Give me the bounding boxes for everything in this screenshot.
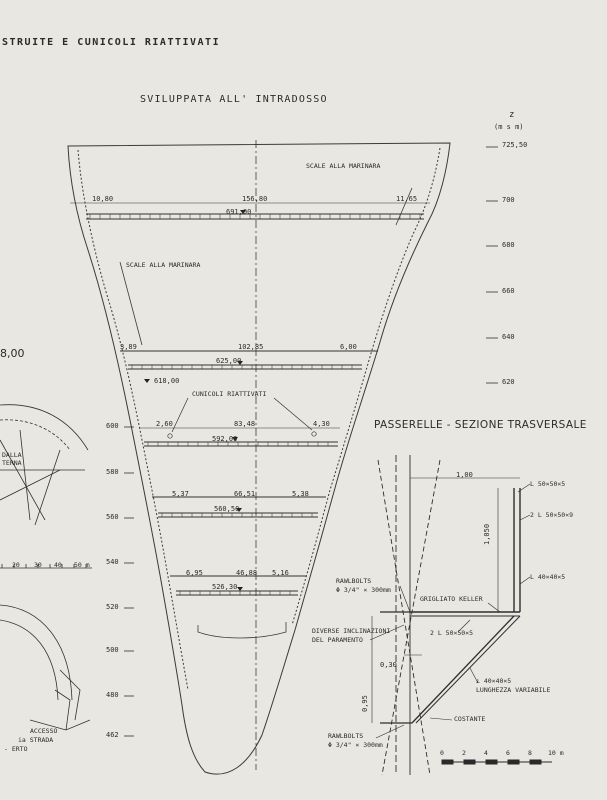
elevation-label: 700 <box>502 196 515 204</box>
width-label: 5,38 <box>292 490 309 498</box>
drawing-subtitle: SVILUPPATA ALL' INTRADOSSO <box>140 94 328 105</box>
elevation-label: 560 <box>106 513 119 521</box>
width-label: 46,88 <box>236 569 258 577</box>
width-label: 156,80 <box>242 195 268 203</box>
elevation-label: 480 <box>106 691 119 699</box>
fragment-scale-tick: 50 m <box>74 561 90 569</box>
level-label: 526,30 <box>212 583 238 591</box>
elevation-label: 640 <box>502 333 515 341</box>
dam-inner-left <box>77 149 189 691</box>
scale-marinara-left: SCALE ALLA MARINARA <box>126 261 201 269</box>
section-scale-tick: 2 <box>462 749 466 757</box>
units-symbol: z <box>509 110 515 120</box>
diverse-label: DIVERSE INCLINAZIONI <box>312 627 391 635</box>
dim-label: 1,050 <box>483 523 491 545</box>
elevation-label: 620 <box>502 378 515 386</box>
diverse-label: DEL PARAMENTO <box>312 636 363 644</box>
fragment-label: DALLA <box>2 451 22 459</box>
section-scale-tick: 6 <box>506 749 510 757</box>
grigliato-label: GRIGLIATO KELLER <box>420 595 483 603</box>
rawlbolts-spec: Φ 3/4" × 300mm <box>328 741 383 749</box>
elevation-label: 660 <box>502 287 515 295</box>
width-label: 2,60 <box>156 420 173 428</box>
rawlbolts-spec: Φ 3/4" × 300mm <box>336 586 391 594</box>
elevation-label: 462 <box>106 731 119 739</box>
lunghezza-label: LUNGHEZZA VARIABILE <box>476 686 551 694</box>
fragment-scale-tick: 40 <box>54 561 62 569</box>
drawing-title: STRUITE E CUNICOLI RIATTIVATI <box>2 37 221 48</box>
width-label: 10,80 <box>92 195 114 203</box>
fragment-scale-tick: 20 <box>12 561 20 569</box>
level-label: 691,00 <box>226 208 252 216</box>
section-title: PASSERELLE - SEZIONE TRASVERSALE <box>374 419 587 431</box>
elevation-label: 680 <box>502 241 515 249</box>
section-scale-tick: 8 <box>528 749 532 757</box>
fragment-access: - ERTO <box>4 745 28 753</box>
width-label: 66,51 <box>234 490 256 498</box>
dam-inner-right <box>291 147 441 626</box>
scale-marinara-top: SCALE ALLA MARINARA <box>306 162 381 170</box>
elevation-label: 500 <box>106 646 119 654</box>
section-scale-tick: 10 m <box>548 749 564 757</box>
units-label: (m s m) <box>494 123 524 131</box>
fragment-scale-tick: 30 <box>34 561 42 569</box>
level-label: 618,00 <box>154 377 180 385</box>
level-label: 625,00 <box>216 357 242 365</box>
profile-label: L 50×50×5 <box>530 480 566 488</box>
elevation-label: 540 <box>106 558 119 566</box>
width-label: 4,30 <box>313 420 330 428</box>
dim-label: 0,30 <box>380 661 397 669</box>
rawlbolts-label: RAWLBOLTS <box>328 732 364 740</box>
rawlbolts-label: RAWLBOLTS <box>336 577 372 585</box>
fragment-access: ACCESSO <box>30 727 58 735</box>
costante-label: COSTANTE <box>454 715 486 723</box>
level-label: 560,50 <box>214 505 240 513</box>
fragment-access: ia STRADA <box>18 736 54 744</box>
fragment-value: 8,00 <box>0 347 25 360</box>
width-label: 5,16 <box>272 569 289 577</box>
width-label: 6,00 <box>340 343 357 351</box>
width-label: 83,48 <box>234 420 256 428</box>
width-label: 6,95 <box>186 569 203 577</box>
elevation-label: 600 <box>106 422 119 430</box>
dim-label: 1,00 <box>456 471 473 479</box>
section-scale-tick: 4 <box>484 749 488 757</box>
width-label: 5,37 <box>172 490 189 498</box>
profile-label: 2 L 50×50×5 <box>430 629 474 637</box>
profile-label: L 40×40×5 <box>530 573 566 581</box>
elevation-label: 580 <box>106 468 119 476</box>
width-label: 3,89 <box>120 343 137 351</box>
fragment-label: TERNA <box>2 459 22 467</box>
width-label: 11,65 <box>396 195 418 203</box>
level-label: 592,00 <box>212 435 238 443</box>
profile-label: 2 L 50×50×9 <box>530 511 574 519</box>
profile-label: ⊥ 40×40×5 <box>476 677 512 685</box>
elevation-label: 520 <box>106 603 119 611</box>
cunicoli-label: CUNICOLI RIATTIVATI <box>192 390 267 398</box>
width-label: 102,85 <box>238 343 264 351</box>
dam-outline <box>67 142 451 775</box>
dim-label: 0,95 <box>361 695 369 712</box>
section-scale-tick: 0 <box>440 749 444 757</box>
elevation-label: 725,50 <box>502 141 528 149</box>
